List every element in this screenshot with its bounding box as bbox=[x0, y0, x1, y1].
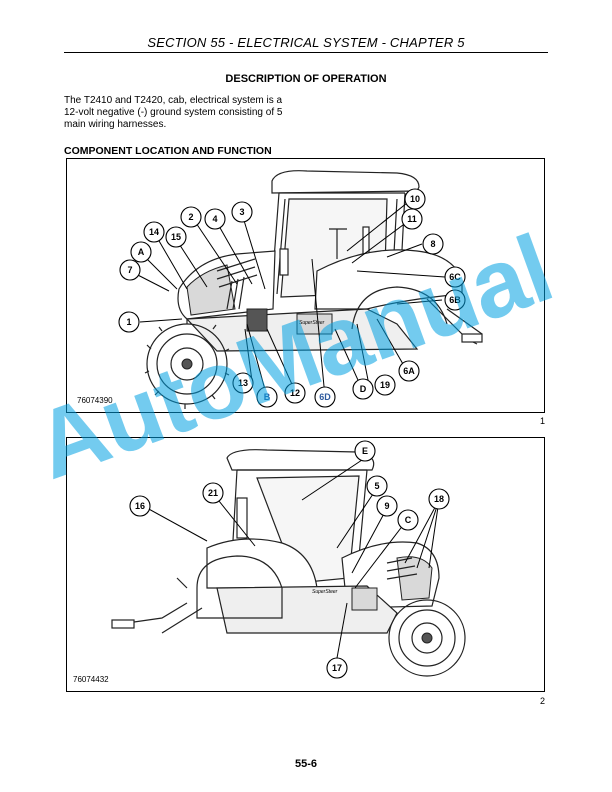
callout-6B: 6B bbox=[444, 289, 466, 311]
figure-2-id: 76074432 bbox=[73, 675, 109, 684]
callout-10: 10 bbox=[404, 188, 426, 210]
svg-text:C: C bbox=[405, 515, 412, 525]
callout-11: 11 bbox=[401, 208, 423, 230]
callout-6A: 6A bbox=[398, 360, 420, 382]
svg-text:1: 1 bbox=[126, 317, 131, 327]
description-title: DESCRIPTION OF OPERATION bbox=[225, 73, 387, 85]
svg-text:7: 7 bbox=[127, 265, 132, 275]
intro-line-2: 12-volt negative (-) ground system consi… bbox=[64, 107, 283, 118]
intro-line-1: The T2410 and T2420, cab, electrical sys… bbox=[64, 95, 283, 106]
svg-text:5: 5 bbox=[374, 481, 379, 491]
callout-E: E bbox=[354, 440, 376, 462]
svg-text:15: 15 bbox=[171, 232, 181, 242]
brand-decal-2: SuperSteer bbox=[312, 589, 338, 595]
callout-B: B bbox=[256, 386, 278, 408]
svg-text:18: 18 bbox=[434, 494, 444, 504]
callout-A: A bbox=[130, 241, 152, 263]
svg-text:3: 3 bbox=[239, 207, 244, 217]
svg-text:13: 13 bbox=[238, 378, 248, 388]
svg-text:8: 8 bbox=[430, 239, 435, 249]
callout-19: 19 bbox=[374, 374, 396, 396]
callout-1: 1 bbox=[118, 311, 140, 333]
svg-text:A: A bbox=[138, 247, 145, 257]
brand-decal-1: SuperSteer bbox=[299, 320, 325, 326]
tractor-illustration-1: SuperSteer 10 11 3 2 4 14 15 8 A 7 6C 6B bbox=[118, 170, 483, 409]
svg-text:16: 16 bbox=[135, 501, 145, 511]
callout-6D: 6D bbox=[314, 386, 336, 408]
callout-D: D bbox=[352, 378, 374, 400]
callout-9: 9 bbox=[376, 495, 398, 517]
callout-13: 13 bbox=[232, 372, 254, 394]
callout-16: 16 bbox=[129, 495, 151, 517]
component-location-title: COMPONENT LOCATION AND FUNCTION bbox=[64, 145, 272, 157]
figure-1-number: 1 bbox=[540, 416, 546, 426]
figure-1-tractor-side-view: SuperSteer 10 11 3 2 4 14 15 8 A 7 6C 6B bbox=[66, 158, 545, 413]
figure-1-id: 76074390 bbox=[77, 396, 113, 405]
callout-2: 2 bbox=[180, 206, 202, 228]
callout-15: 15 bbox=[165, 226, 187, 248]
svg-text:B: B bbox=[264, 392, 271, 402]
callout-8: 8 bbox=[422, 233, 444, 255]
callout-5: 5 bbox=[366, 475, 388, 497]
intro-paragraph: The T2410 and T2420, cab, electrical sys… bbox=[64, 95, 304, 131]
svg-text:6A: 6A bbox=[403, 366, 415, 376]
figure-2-number: 2 bbox=[540, 696, 546, 706]
callout-6C: 6C bbox=[444, 266, 466, 288]
section-header: SECTION 55 - ELECTRICAL SYSTEM - CHAPTER… bbox=[147, 35, 465, 50]
callout-21: 21 bbox=[202, 482, 224, 504]
svg-text:14: 14 bbox=[149, 227, 159, 237]
svg-text:6D: 6D bbox=[319, 392, 331, 402]
svg-text:9: 9 bbox=[384, 501, 389, 511]
callout-18: 18 bbox=[428, 488, 450, 510]
callout-14: 14 bbox=[143, 221, 165, 243]
svg-text:11: 11 bbox=[407, 214, 417, 224]
svg-text:2: 2 bbox=[188, 212, 193, 222]
svg-text:D: D bbox=[360, 384, 367, 394]
page-number: 55-6 bbox=[294, 758, 318, 770]
svg-text:19: 19 bbox=[380, 380, 390, 390]
svg-text:12: 12 bbox=[290, 388, 300, 398]
svg-text:21: 21 bbox=[208, 488, 218, 498]
figure-2-tractor-rear-view: SuperSteer E 5 21 16 9 18 C 17 76074432 bbox=[66, 437, 545, 692]
svg-text:6B: 6B bbox=[449, 295, 461, 305]
callout-C: C bbox=[397, 509, 419, 531]
callout-7: 7 bbox=[119, 259, 141, 281]
callout-17: 17 bbox=[326, 657, 348, 679]
svg-text:10: 10 bbox=[410, 194, 420, 204]
tractor-illustration-2: SuperSteer E 5 21 16 9 18 C 17 bbox=[111, 440, 466, 679]
callout-3: 3 bbox=[231, 201, 253, 223]
callout-4: 4 bbox=[204, 208, 226, 230]
svg-text:6C: 6C bbox=[449, 272, 461, 282]
header-rule bbox=[64, 52, 548, 53]
svg-text:E: E bbox=[362, 446, 368, 456]
intro-line-3: main wiring harnesses. bbox=[64, 119, 167, 130]
svg-text:4: 4 bbox=[212, 214, 217, 224]
callout-12: 12 bbox=[284, 382, 306, 404]
svg-text:17: 17 bbox=[332, 663, 342, 673]
